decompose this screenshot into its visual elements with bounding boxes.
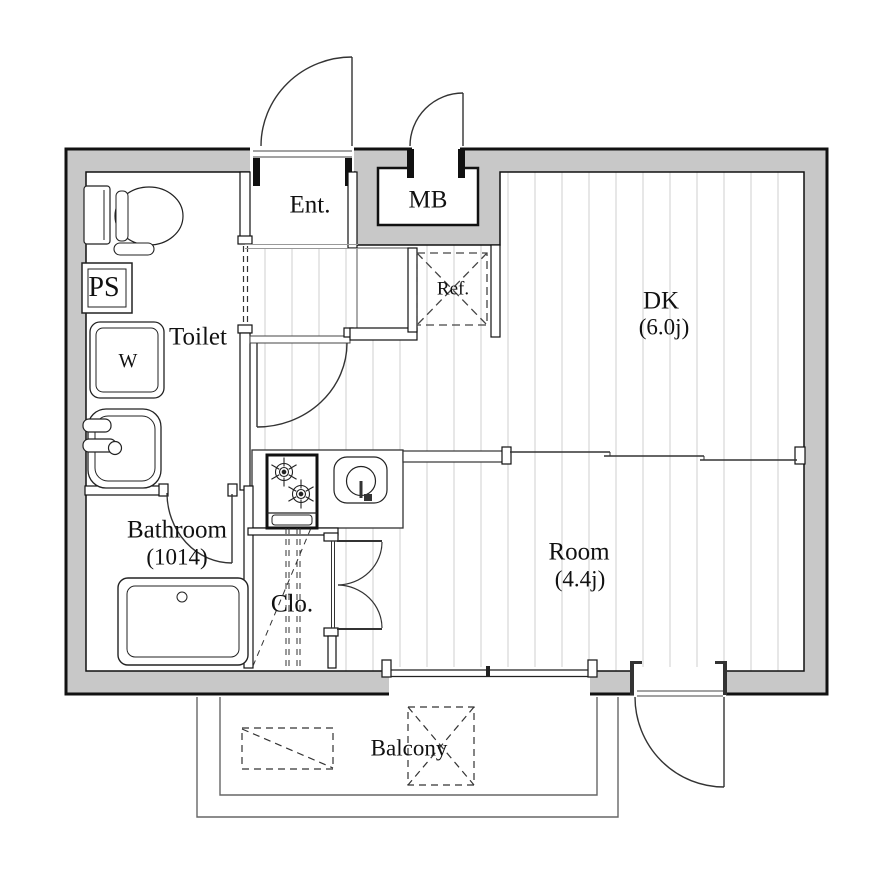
closet-interior-marks [252,527,312,667]
label-pipe-space: PS [88,272,120,303]
room-label-bathroom: Bathroom [127,516,227,544]
bathroom-door [166,492,233,564]
burner-icon [271,457,297,487]
toilet-accordion-door [242,246,249,326]
room-label-closet: Clo. [270,590,314,618]
mb-door [409,92,464,147]
room-label-room: Room [548,538,610,566]
balcony-railing [196,697,619,818]
entrance-step [245,244,358,249]
room-size-dk: (6.0j) [638,314,690,340]
stove [265,453,319,530]
exterior-door [634,696,725,788]
room-label-entrance: Ent. [289,191,331,219]
refrigerator-space [416,252,488,326]
room-size-room: (4.4j) [554,566,606,592]
balcony-equipment-box-left [241,727,334,770]
entrance-door [260,56,353,147]
bathtub [117,577,249,666]
kitchen-door [256,342,348,428]
floor-hatch [253,172,804,671]
shoe-cabinet [356,247,409,331]
kitchen-sink [333,456,388,504]
label-washer: W [118,350,138,372]
mb-door-opening [407,145,465,179]
washbasin [82,408,162,489]
washer-pan [89,321,165,399]
sliding-partition [510,451,797,461]
interior-walls [84,171,806,669]
burner-icon [288,479,314,509]
room-label-toilet: Toilet [169,323,227,351]
room-label-meter-box: MB [408,186,448,214]
balcony-equipment-box-right [407,706,475,786]
room-size-bathroom: (1014) [146,544,208,570]
closet-doors [337,540,383,630]
room-label-balcony: Balcony [370,735,448,761]
closet-track [331,541,335,628]
entrance-opening [250,145,354,186]
label-refrigerator: Ref. [436,278,470,300]
toilet-fixture [83,185,184,256]
room-label-dk: DK [642,287,680,315]
pipe-space-box [81,262,133,314]
balcony-window [381,659,598,697]
exterior-door-opening [630,661,727,697]
